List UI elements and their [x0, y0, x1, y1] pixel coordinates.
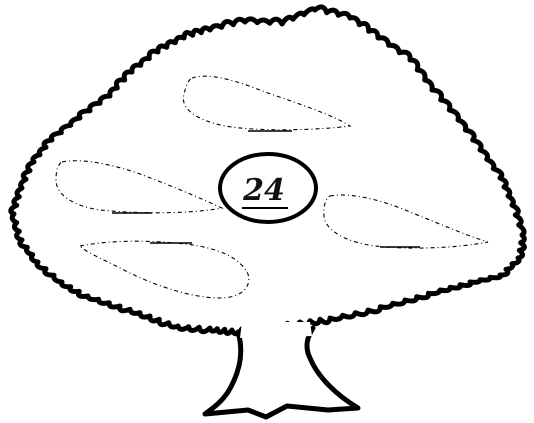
tree-trunk-outline [205, 328, 358, 417]
center-number: 24 [242, 173, 285, 208]
trunk-crown-joint [240, 322, 312, 338]
